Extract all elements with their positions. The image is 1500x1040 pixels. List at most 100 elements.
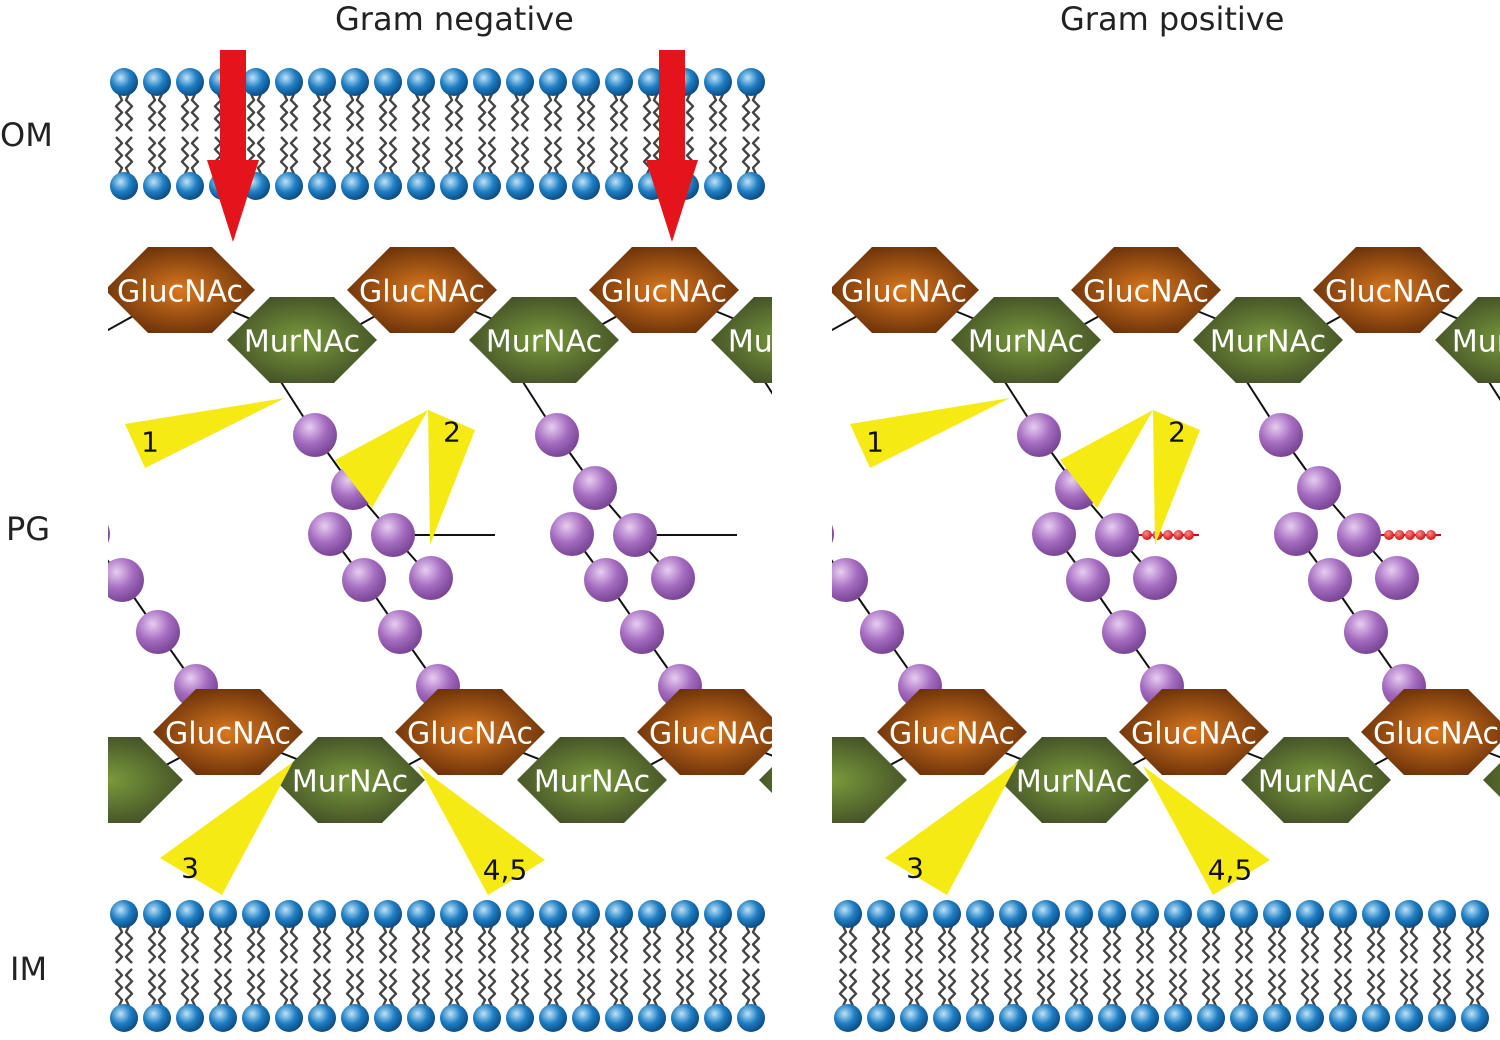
lipid-head bbox=[605, 900, 633, 928]
glucnac-label: GlucNAc bbox=[359, 275, 485, 310]
lipid-head bbox=[374, 68, 402, 96]
lipid-tail bbox=[411, 968, 421, 1007]
lipid-tail bbox=[914, 925, 924, 964]
murnac-hexagon bbox=[999, 737, 1149, 823]
gram-negative-panel: MurNAcGlucNAcMurNAcGlucNAcMurNAcGlucNAcM… bbox=[108, 68, 844, 1032]
amino-acid bbox=[1344, 610, 1388, 654]
cleavage-label-2: 2 bbox=[1168, 416, 1186, 449]
amino-acid bbox=[342, 558, 386, 602]
lipid-tail bbox=[378, 925, 388, 964]
lipid-tail bbox=[256, 93, 266, 132]
lipid-head bbox=[834, 900, 862, 928]
lipid-tail bbox=[180, 925, 190, 964]
lipid-tail bbox=[345, 968, 355, 1007]
lipid-tail bbox=[246, 968, 256, 1007]
glucnac-label: GlucNAc bbox=[407, 717, 533, 752]
glycine-residue bbox=[1415, 530, 1426, 540]
lipid-tail bbox=[1201, 968, 1211, 1007]
cleavage-marker-2a bbox=[1060, 410, 1153, 508]
amino-acid bbox=[1297, 466, 1341, 510]
red-arrow bbox=[646, 50, 698, 242]
lipid-tail bbox=[708, 136, 718, 175]
lipid-tail bbox=[586, 93, 596, 132]
lipid-head bbox=[374, 172, 402, 200]
lipid-tail bbox=[1079, 925, 1089, 964]
lipid-tail bbox=[881, 925, 891, 964]
lipid-tail bbox=[1201, 925, 1211, 964]
cleavage-label-1: 1 bbox=[866, 426, 884, 459]
lipid-tail bbox=[1046, 968, 1056, 1007]
cleavage-marker-4-5 bbox=[1143, 766, 1270, 895]
lipid-tail bbox=[355, 968, 365, 1007]
lipid-head bbox=[1329, 1004, 1357, 1032]
lipid-tail bbox=[477, 136, 487, 175]
lipid-head bbox=[341, 68, 369, 96]
lipid-tail bbox=[1079, 968, 1089, 1007]
lipid-tail bbox=[355, 93, 365, 132]
lipid-head bbox=[1098, 900, 1126, 928]
glycine-residue bbox=[1426, 530, 1436, 540]
lipid-tail bbox=[1135, 968, 1145, 1007]
lipid-head bbox=[638, 900, 666, 928]
murnac-hexagon bbox=[832, 737, 907, 823]
title-gram-negative: Gram negative bbox=[335, 0, 574, 38]
peptide-bond bbox=[799, 435, 837, 488]
lipid-head bbox=[440, 172, 468, 200]
glucnac-label: GlucNAc bbox=[841, 275, 967, 310]
lipid-tail bbox=[147, 136, 157, 175]
lipid-tail bbox=[114, 93, 124, 132]
lipid-tail bbox=[312, 925, 322, 964]
amino-acid bbox=[293, 413, 337, 457]
amino-acid bbox=[371, 513, 415, 557]
lipid-tail bbox=[322, 925, 332, 964]
lipid-head bbox=[737, 68, 765, 96]
lipid-tail bbox=[223, 925, 233, 964]
murnac-hexagon bbox=[469, 297, 619, 383]
lipid-tail bbox=[1244, 968, 1254, 1007]
label-outer-membrane: OM bbox=[0, 116, 53, 154]
lipid-tail bbox=[312, 968, 322, 1007]
amino-acid bbox=[1102, 610, 1146, 654]
lipid-tail bbox=[1036, 925, 1046, 964]
lipid-tail bbox=[609, 136, 619, 175]
lipid-tail bbox=[881, 968, 891, 1007]
murnac-label: MurNAc bbox=[728, 325, 844, 360]
lipid-head bbox=[473, 1004, 501, 1032]
lipid-tail bbox=[619, 136, 629, 175]
lipid-head bbox=[737, 172, 765, 200]
amino-acid bbox=[651, 556, 695, 600]
lipid-tail bbox=[642, 925, 652, 964]
lipid-tail bbox=[708, 925, 718, 964]
lipid-tail bbox=[1267, 925, 1277, 964]
lipid-head bbox=[407, 68, 435, 96]
lipid-tail bbox=[1244, 925, 1254, 964]
lipid-tail bbox=[477, 925, 487, 964]
lipid-head bbox=[704, 1004, 732, 1032]
lipid-tail bbox=[970, 968, 980, 1007]
lipid-head bbox=[275, 1004, 303, 1032]
lipid-tail bbox=[487, 968, 497, 1007]
lipid-tail bbox=[1409, 968, 1419, 1007]
lipid-tail bbox=[741, 968, 751, 1007]
amino-acid bbox=[832, 558, 868, 602]
lipid-head bbox=[473, 172, 501, 200]
lipid-tail bbox=[411, 93, 421, 132]
lipid-tail bbox=[1046, 925, 1056, 964]
lipid-tail bbox=[190, 968, 200, 1007]
lipid-tail bbox=[444, 925, 454, 964]
lipid-tail bbox=[1211, 968, 1221, 1007]
lipid-tail bbox=[1399, 968, 1409, 1007]
lipid-tail bbox=[180, 968, 190, 1007]
lipid-tail bbox=[312, 136, 322, 175]
amino-acid bbox=[1066, 558, 1110, 602]
lipid-tail bbox=[1310, 968, 1320, 1007]
amino-acid bbox=[1017, 413, 1061, 457]
lipid-tail bbox=[1310, 925, 1320, 964]
lipid-tail bbox=[279, 136, 289, 175]
lipid-tail bbox=[157, 968, 167, 1007]
lipid-tail bbox=[1300, 925, 1310, 964]
lipid-tail bbox=[147, 925, 157, 964]
lipid-head bbox=[933, 1004, 961, 1032]
glucnac-label: GlucNAc bbox=[1131, 717, 1257, 752]
lipid-head bbox=[572, 900, 600, 928]
